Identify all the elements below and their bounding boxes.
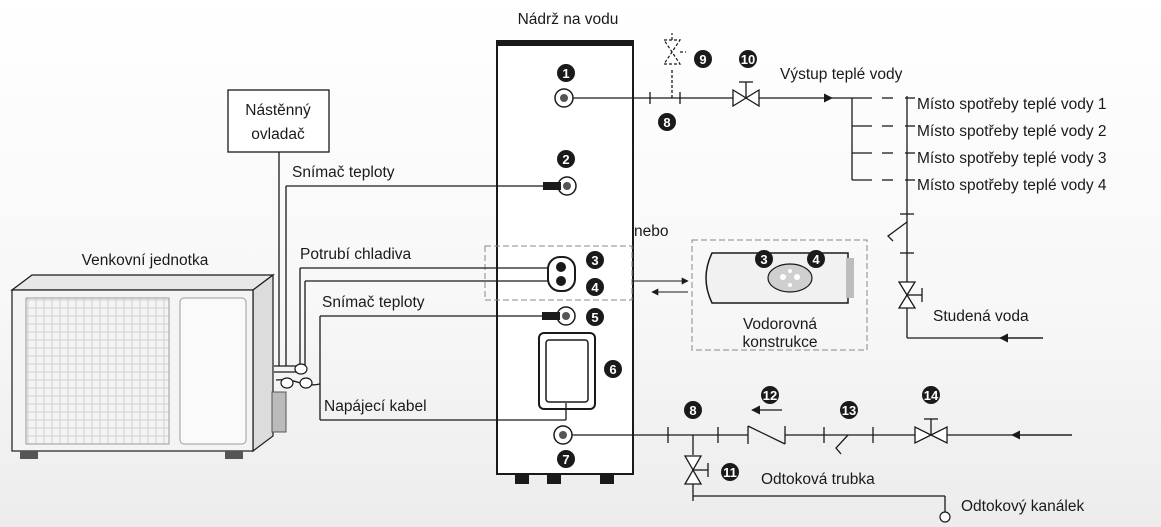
svg-text:11: 11 [723, 465, 737, 480]
svg-text:6: 6 [609, 362, 616, 377]
safety-valve-icon [662, 33, 686, 65]
drain-pipe-label: Odtoková trubka [761, 471, 875, 488]
marker-8-top: 8 [658, 113, 676, 131]
temp-sensor-top-label: Snímač teploty [292, 164, 395, 181]
marker-12: 12 [761, 386, 779, 404]
marker-8-bottom: 8 [684, 401, 702, 419]
port-refrigerant [547, 256, 576, 292]
drain-valve-icon [683, 455, 709, 496]
drain-outlet-icon [939, 511, 951, 523]
svg-text:13: 13 [842, 403, 856, 418]
option-box-horizontal [691, 239, 868, 351]
svg-text:4: 4 [812, 252, 820, 267]
refrigerant-pipe-label: Potrubí chladiva [300, 246, 412, 263]
port-hot-outlet [554, 88, 574, 108]
svg-text:14: 14 [924, 388, 939, 403]
marker-3: 3 [586, 251, 604, 269]
marker-7: 7 [557, 450, 575, 468]
valve-icon [732, 81, 760, 108]
option-box-vertical [484, 245, 633, 301]
wall-controller-label-2: ovladač [251, 126, 305, 143]
marker-6: 6 [604, 360, 622, 378]
svg-text:4: 4 [591, 280, 599, 295]
svg-text:7: 7 [562, 452, 569, 467]
svg-text:2: 2 [562, 152, 569, 167]
temp-sensor-bottom-label: Snímač teploty [322, 294, 425, 311]
svg-text:3: 3 [760, 252, 767, 267]
svg-text:1: 1 [562, 66, 569, 81]
outdoor-unit-label: Venkovní jednotka [82, 252, 209, 269]
outdoor-unit [10, 273, 287, 459]
tap-branches [851, 96, 915, 270]
marker-13: 13 [840, 401, 858, 419]
tap-label-1: Místo spotřeby teplé vody 1 [917, 96, 1107, 113]
or-label: nebo [634, 223, 668, 240]
marker-14: 14 [922, 386, 940, 404]
wall-controller [227, 89, 330, 153]
port-sensor-top [543, 176, 577, 196]
svg-text:3: 3 [591, 253, 598, 268]
svg-text:9: 9 [699, 52, 706, 67]
marker-4-horizontal: 4 [807, 250, 825, 268]
tap-label-2: Místo spotřeby teplé vody 2 [917, 123, 1107, 140]
port-cold-inlet [553, 425, 573, 445]
cold-valve-icon [897, 281, 923, 309]
marker-1: 1 [557, 64, 575, 82]
hot-water-outlet-label: Výstup teplé vody [780, 66, 903, 83]
marker-2: 2 [557, 150, 575, 168]
power-cable-label: Napájecí kabel [324, 398, 427, 415]
hot-water-line [573, 70, 852, 104]
svg-text:8: 8 [663, 115, 670, 130]
marker-11: 11 [721, 463, 739, 481]
drain-channel-label: Odtokový kanálek [961, 498, 1084, 515]
strainer-icon [835, 434, 849, 455]
marker-5: 5 [586, 308, 604, 326]
tap-label-3: Místo spotřeby teplé vody 3 [917, 150, 1107, 167]
tap-label-4: Místo spotřeby teplé vody 4 [917, 177, 1107, 194]
svg-text:10: 10 [741, 52, 755, 67]
marker-4: 4 [586, 278, 604, 296]
check-valve-icon [747, 405, 786, 445]
connection-lines [274, 152, 567, 421]
horizontal-label-2: konstrukce [743, 334, 818, 351]
svg-text:5: 5 [591, 310, 598, 325]
svg-text:8: 8 [689, 403, 696, 418]
horizontal-tank-icon [705, 252, 854, 304]
port-sensor-bottom [542, 306, 576, 326]
tank-label: Nádrž na vodu [518, 11, 619, 28]
pipe-junctions [280, 363, 313, 389]
control-panel [538, 332, 596, 410]
marker-10: 10 [739, 50, 757, 68]
horizontal-label-1: Vodorovná [743, 316, 817, 333]
wall-controller-label-1: Nástěnný [245, 102, 311, 119]
inlet-valve-icon [914, 418, 948, 445]
marker-9: 9 [694, 50, 712, 68]
cold-water-label: Studená voda [933, 308, 1029, 325]
marker-3-horizontal: 3 [755, 250, 773, 268]
svg-text:12: 12 [763, 388, 777, 403]
